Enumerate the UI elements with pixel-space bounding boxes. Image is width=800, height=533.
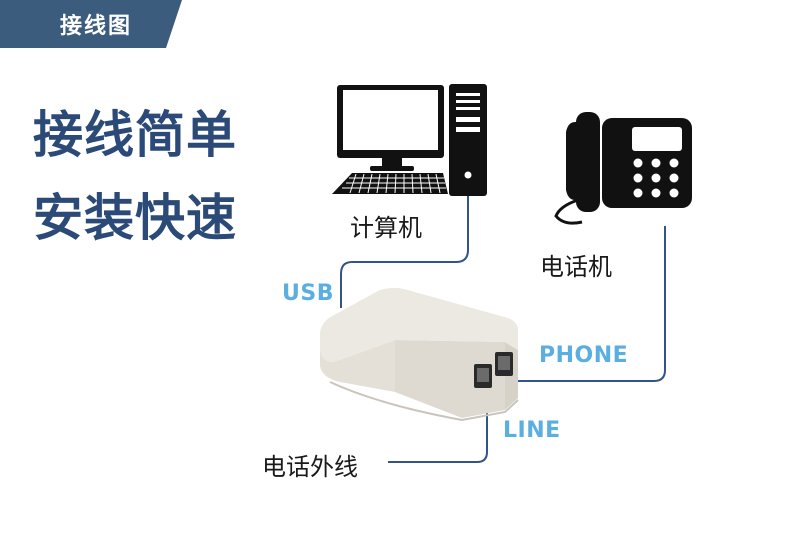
recorder-box bbox=[320, 287, 519, 422]
outside-line-label: 电话外线 bbox=[262, 453, 358, 481]
usb-cable bbox=[340, 196, 469, 308]
computer-icon bbox=[332, 84, 487, 196]
line-port-label: LINE bbox=[503, 418, 561, 443]
header-banner bbox=[0, 0, 182, 48]
phone-port-label: PHONE bbox=[539, 343, 629, 368]
phone-label: 电话机 bbox=[540, 253, 612, 281]
phone-cable bbox=[512, 226, 666, 382]
header-tag: 接线图 bbox=[60, 14, 133, 39]
computer-label: 计算机 bbox=[350, 214, 422, 242]
headline-line-2: 安装快速 bbox=[33, 189, 237, 247]
cables bbox=[340, 196, 666, 463]
usb-port-label: USB bbox=[282, 281, 334, 306]
headline-line-1: 接线简单 bbox=[33, 106, 237, 164]
line-cable bbox=[388, 402, 488, 463]
telephone-icon bbox=[554, 112, 692, 225]
